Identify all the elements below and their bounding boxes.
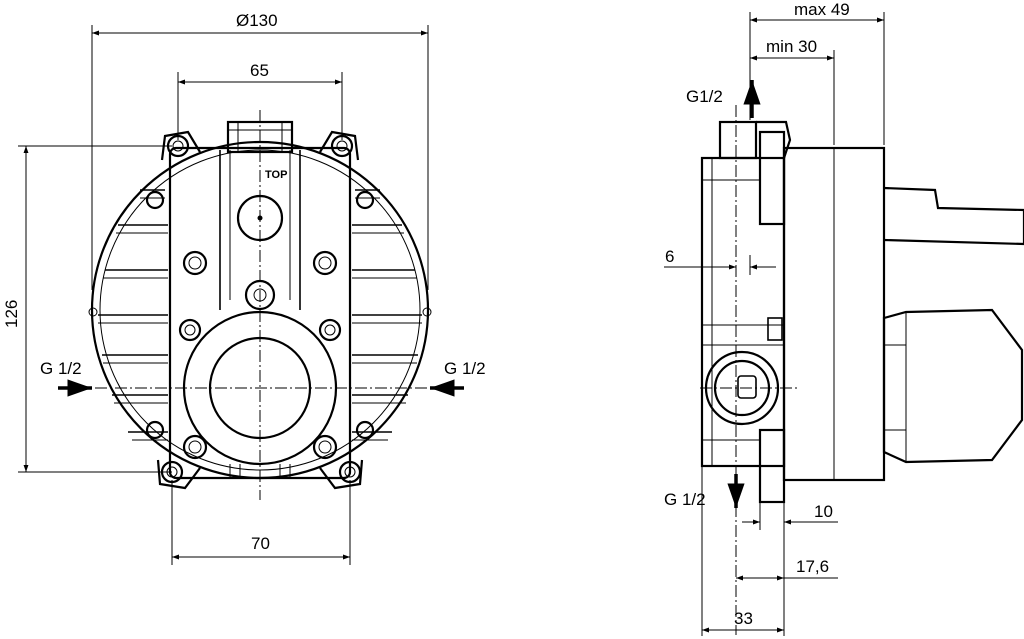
dim-height-label: 126 (2, 300, 21, 328)
dim-33-label: 33 (734, 609, 753, 628)
inlet-right: G 1/2 (430, 359, 486, 397)
dim-max: max 49 (749, 0, 885, 145)
side-handle (882, 308, 1024, 464)
side-view: max 49 min 30 G1/2 6 G 1/2 (664, 0, 1024, 636)
dim-min-label: min 30 (766, 37, 817, 56)
dim-height: 126 (2, 145, 172, 473)
valve-bore-outer (182, 310, 338, 466)
dim-bottom-width-label: 70 (251, 534, 270, 553)
dim-bottom-width: 70 (171, 480, 351, 565)
ribs-left (88, 189, 168, 441)
side-clip (767, 317, 783, 341)
side-stem (883, 186, 1024, 246)
top-knob (236, 194, 284, 242)
ribs-right (352, 189, 432, 441)
valve-bore-inner (208, 336, 312, 440)
side-inlet-port (704, 350, 780, 426)
dim-diameter: Ø130 (91, 11, 429, 290)
side-top-outlet (718, 120, 758, 160)
outlet-top: G1/2 (686, 80, 761, 118)
dim-top-width: 65 (177, 61, 343, 140)
dim-6-label: 6 (665, 247, 674, 266)
dim-6: 6 (664, 247, 776, 275)
inlet-left-label: G 1/2 (40, 359, 82, 378)
side-body (700, 156, 786, 468)
dim-min: min 30 (750, 37, 835, 145)
inlet-left: G 1/2 (40, 359, 92, 397)
dim-diameter-label: Ø130 (236, 11, 278, 30)
dim-33: 33 (701, 466, 785, 636)
dim-max-label: max 49 (794, 0, 850, 19)
small-knob-inner (253, 288, 267, 302)
dim-top-width-label: 65 (250, 61, 269, 80)
outlet-bottom: G 1/2 (664, 474, 745, 509)
top-nut (226, 120, 294, 154)
dim-10: 10 (742, 502, 838, 530)
inlet-right-label: G 1/2 (444, 359, 486, 378)
body-plate (168, 146, 352, 480)
small-knob (244, 279, 276, 311)
dim-10-label: 10 (814, 502, 833, 521)
side-inlet-nut (737, 375, 757, 399)
dim-17-6: 17,6 (736, 530, 838, 588)
screw-heads (178, 250, 342, 460)
front-view: TOP (2, 11, 486, 565)
dim-17-6-label: 17,6 (796, 557, 829, 576)
side-inlet-port-inner (713, 359, 771, 417)
side-flange (758, 130, 786, 226)
outlet-top-label: G1/2 (686, 87, 723, 106)
top-knob-center (257, 215, 263, 221)
outlet-bottom-label: G 1/2 (664, 490, 706, 509)
top-mark: TOP (265, 169, 287, 181)
